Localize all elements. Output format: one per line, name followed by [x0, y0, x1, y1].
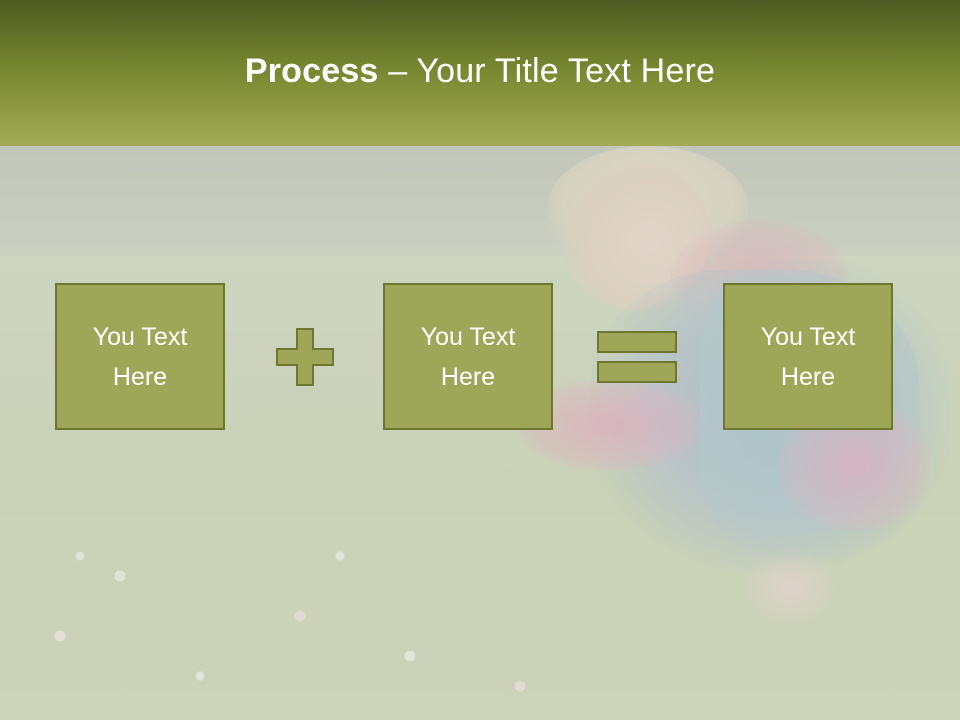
plus-icon [276, 328, 334, 386]
title-strong: Process [244, 52, 379, 90]
process-box-3-text: You Text Here [760, 322, 856, 391]
slide-title: Process – Your Title Text Here [0, 52, 960, 91]
process-box-1-text: You Text Here [92, 322, 188, 391]
process-box-2-text: You Text Here [420, 322, 516, 391]
process-box-3: You Text Here [723, 283, 893, 430]
child-shoe [740, 548, 840, 628]
equals-icon [597, 331, 677, 383]
photo-overlay [0, 146, 960, 720]
process-box-1: You Text Here [55, 283, 225, 430]
process-box-2: You Text Here [383, 283, 553, 430]
title-rest: – Your Title Text Here [378, 52, 716, 90]
title-bar: Process – Your Title Text Here [0, 0, 960, 146]
